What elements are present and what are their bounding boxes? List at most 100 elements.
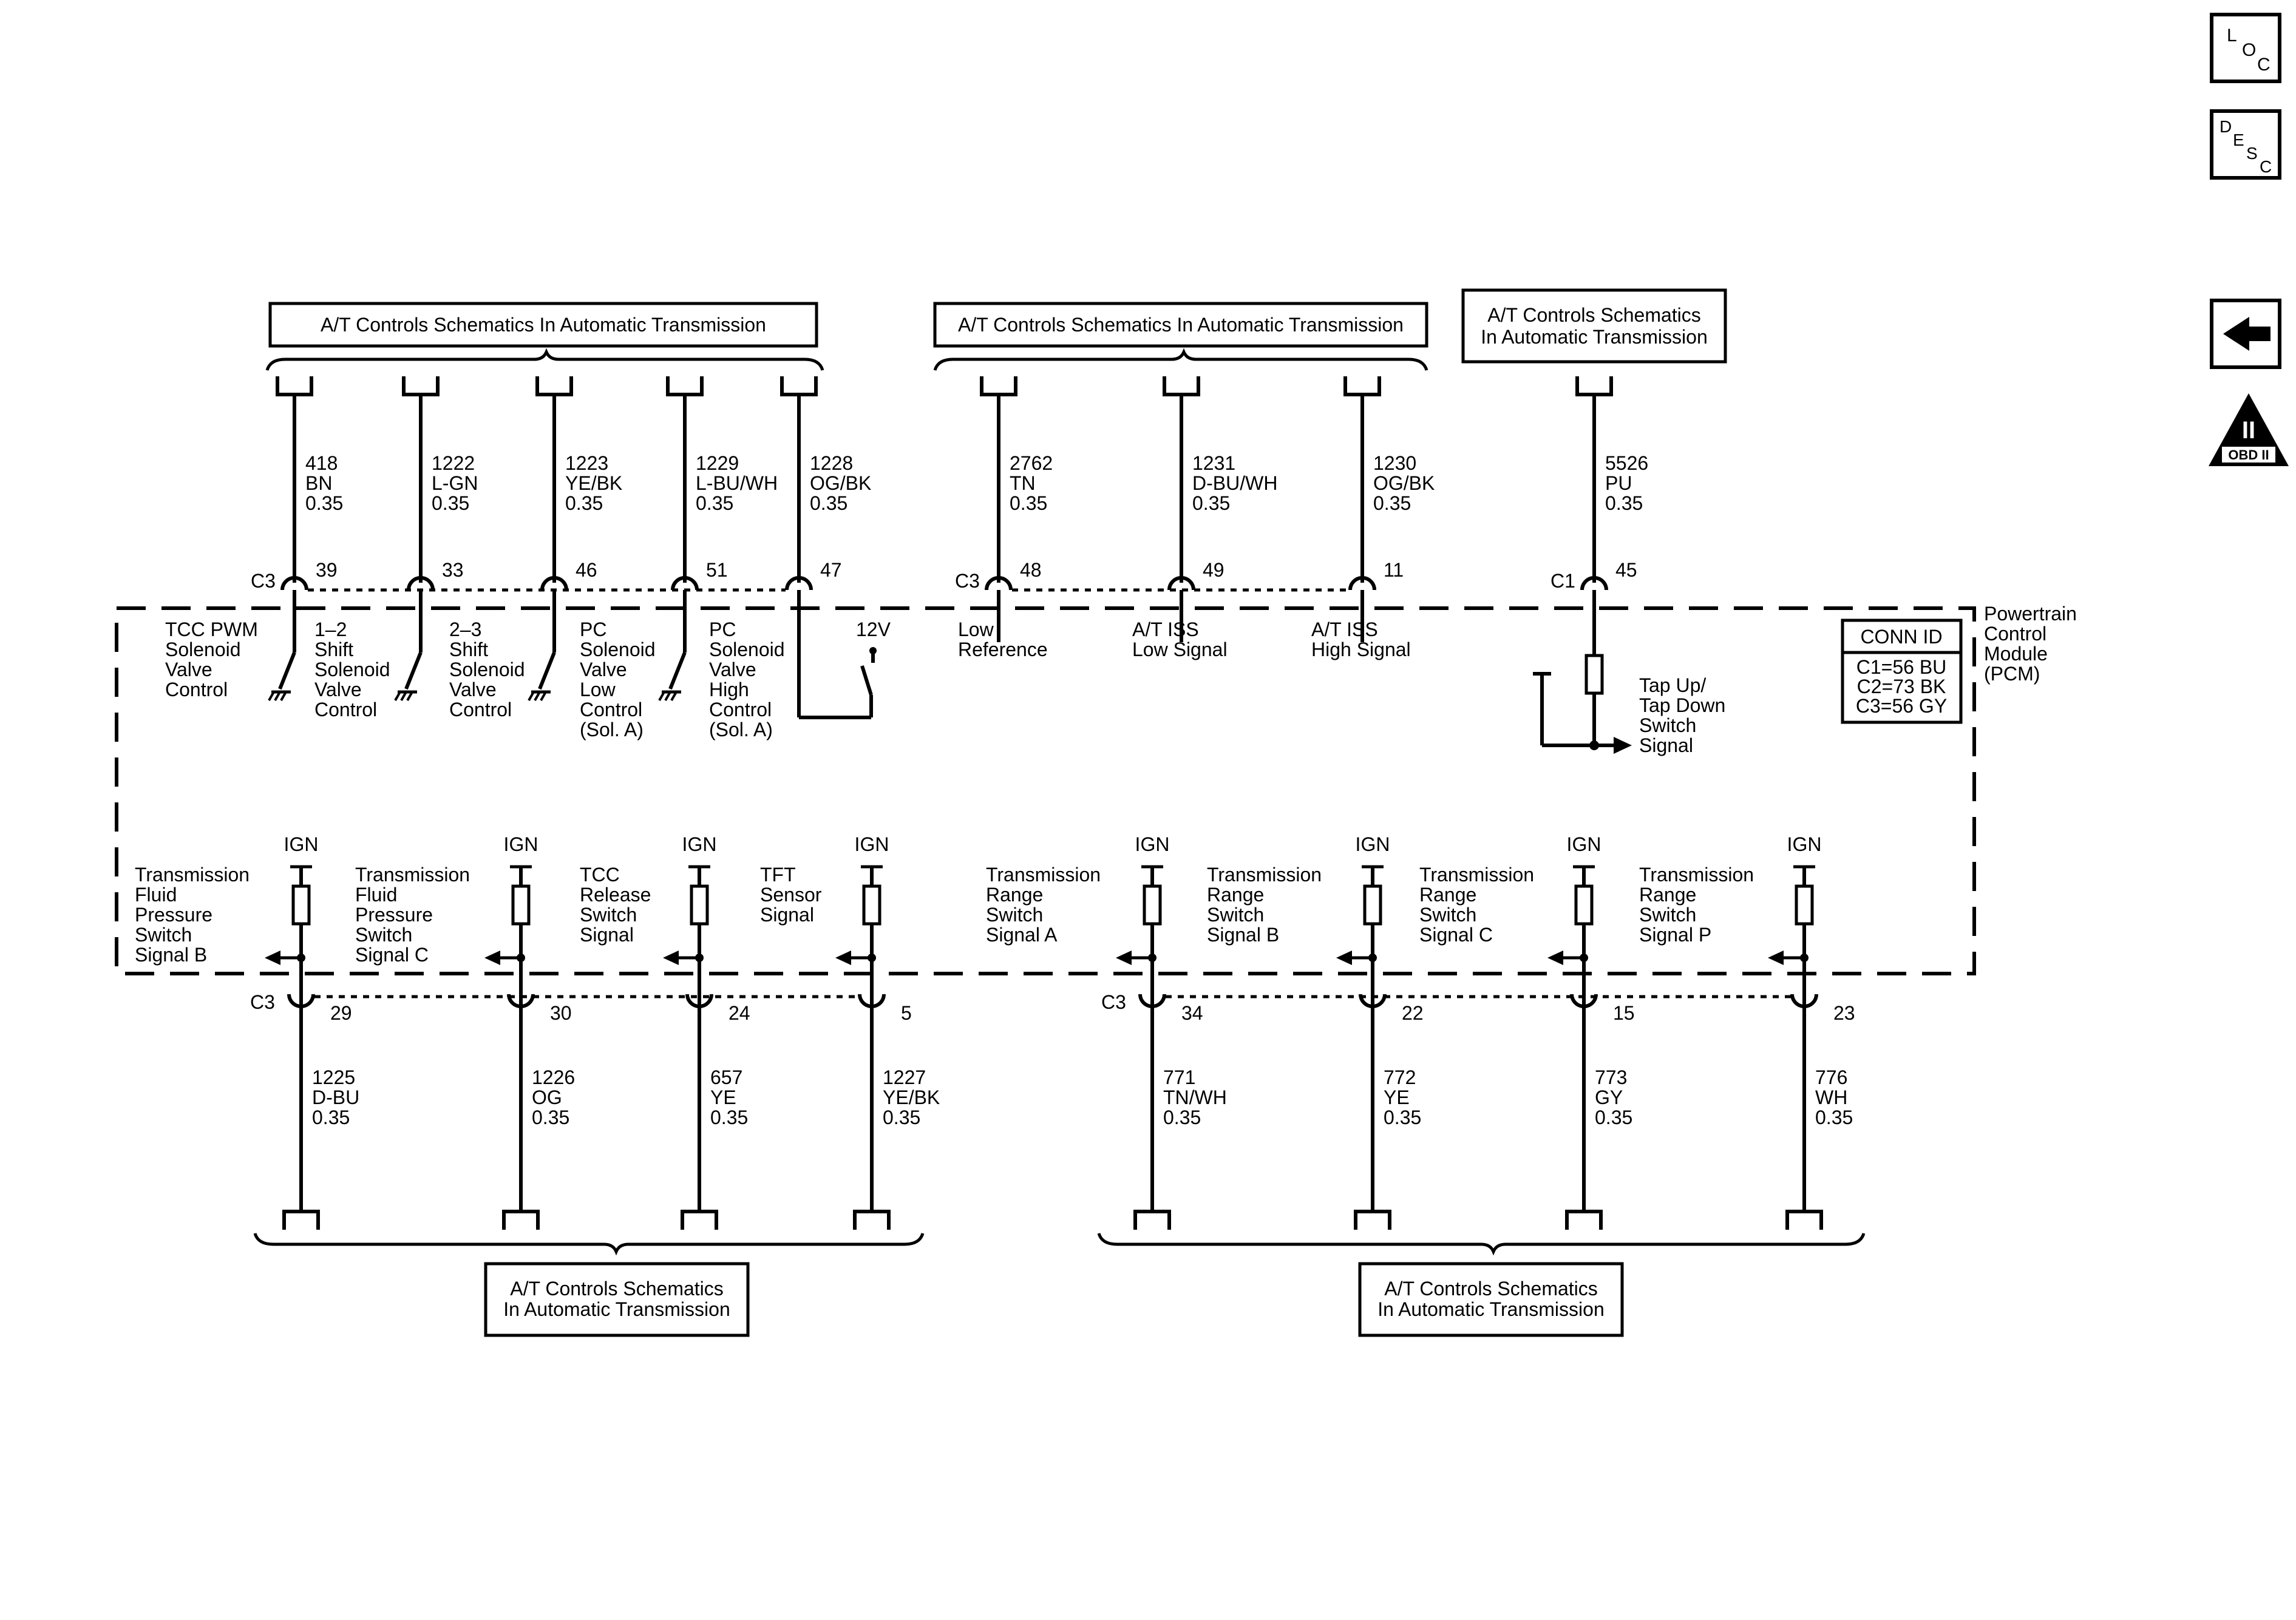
- loc-button[interactable]: L O C: [2210, 13, 2281, 83]
- switch-blade: [404, 651, 423, 690]
- top-circuit-label-line: Control: [165, 679, 228, 700]
- bottom-wire-spec-line: YE: [1384, 1086, 1410, 1108]
- bottom-connector-terminal: [681, 1210, 718, 1230]
- bottom-circuit-label-line: Pressure: [135, 904, 212, 926]
- bottom-circuit-label-line: Signal: [580, 924, 634, 946]
- bottom-ref-box-1[interactable]: A/T Controls Schematics In Automatic Tra…: [484, 1262, 750, 1337]
- top-circuit-label-line: Shift: [314, 639, 353, 660]
- bottom-circuit-label-line: Switch: [355, 924, 412, 946]
- top-circuit-label-line: PC: [709, 619, 736, 640]
- pullup-resistor: [1143, 884, 1162, 926]
- obd-numeral: II: [2242, 417, 2255, 444]
- ground-hatch: [670, 691, 678, 701]
- ground-hatch: [400, 691, 407, 701]
- top-circuit-label-line: Shift: [449, 639, 488, 660]
- top-pin-number: 46: [576, 559, 597, 581]
- ground-icon: [658, 690, 681, 701]
- ground-hatch: [534, 691, 541, 701]
- bottom-circuit-label-line: Pressure: [355, 904, 433, 926]
- bottom-wire-spec-line: 0.35: [1595, 1107, 1632, 1128]
- bottom-ref-box-2[interactable]: A/T Controls Schematics In Automatic Tra…: [1358, 1262, 1624, 1337]
- bottom-pin-number: 34: [1181, 1002, 1203, 1024]
- top-circuit-label-line: Control: [449, 699, 512, 720]
- top-ref-3-line-2: In Automatic Transmission: [1481, 326, 1707, 348]
- desc-button[interactable]: D E S C: [2210, 109, 2281, 180]
- top-circuit-label-line: 2–3: [449, 619, 481, 640]
- top-circuit-label-line: Solenoid: [580, 639, 656, 660]
- bottom-wire-spec-line: WH: [1815, 1086, 1847, 1108]
- top-ref-box-2[interactable]: A/T Controls Schematics In Automatic Tra…: [933, 302, 1428, 348]
- pullup-resistor: [1363, 884, 1382, 926]
- ign-label: IGN: [1787, 833, 1822, 855]
- obd-ii-button[interactable]: II OBD II: [2209, 393, 2289, 466]
- ground-hatch: [658, 691, 665, 701]
- ground-icon: [268, 690, 291, 701]
- ign-label: IGN: [284, 833, 319, 855]
- top-circuit-label-line: (Sol. A): [580, 719, 644, 741]
- solenoid-driver-switch: [658, 631, 687, 701]
- bottom-wire-spec-line: YE: [710, 1086, 736, 1108]
- high-side-blade: [860, 665, 873, 696]
- bottom-connector-terminal: [1785, 1210, 1823, 1230]
- bottom-ref-2-brace: [1097, 1233, 1866, 1256]
- top-connector-terminal: [535, 376, 573, 396]
- ground-hatch: [406, 691, 413, 701]
- svg-text:Control: Control: [1984, 623, 2046, 645]
- top-pin-number: 47: [820, 559, 842, 581]
- bottom-circuit-label-line: Signal A: [986, 924, 1058, 946]
- top-wire-spec-line: 0.35: [565, 492, 603, 514]
- ground-hatch: [274, 691, 281, 701]
- top-ref-box-3[interactable]: A/T Controls Schematics In Automatic Tra…: [1461, 288, 1727, 364]
- bottom-wire-spec-line: 0.35: [1163, 1107, 1201, 1128]
- top-ref-3-line-1: A/T Controls Schematics: [1487, 304, 1701, 326]
- top-connector-terminal: [980, 376, 1017, 396]
- bottom-circuit-label-line: Signal C: [1419, 924, 1493, 946]
- top-pin-connector: [1167, 576, 1195, 591]
- top-connector-terminal: [276, 376, 313, 396]
- bottom-wire-spec-line: GY: [1595, 1086, 1623, 1108]
- top-ref-box-1[interactable]: A/T Controls Schematics In Automatic Tra…: [268, 302, 818, 348]
- bottom-wire-spec-line: 771: [1163, 1066, 1195, 1088]
- top-pin-connector: [785, 576, 813, 591]
- top-pin-connector: [671, 576, 699, 591]
- bottom-circuit-label-line: Signal: [760, 904, 814, 926]
- top-wire-spec-line: L-BU/WH: [696, 472, 778, 494]
- bottom-wire-spec-line: TN/WH: [1163, 1086, 1227, 1108]
- left-arrow-icon: [2223, 317, 2271, 351]
- conn-id-c3: C3=56 GY: [1856, 695, 1947, 717]
- ground-icon: [528, 690, 551, 701]
- top-wire-spec-line: 0.35: [305, 492, 343, 514]
- top-circuit-label-line: Control: [314, 699, 377, 720]
- loc-letter-l: L: [2227, 25, 2237, 46]
- ground-hatch: [394, 691, 401, 701]
- desc-letter-d: D: [2220, 117, 2232, 136]
- back-button[interactable]: [2210, 299, 2281, 369]
- top-wire-spec-line: 0.35: [810, 492, 847, 514]
- top-pin-number: 11: [1384, 559, 1404, 581]
- supply-node: [869, 647, 877, 654]
- bottom-ref-2-line-1: A/T Controls Schematics: [1384, 1278, 1598, 1300]
- top-wire-spec-line: 0.35: [1373, 492, 1411, 514]
- bottom-wire-spec-line: OG: [532, 1086, 562, 1108]
- top-ref-2-brace: [933, 348, 1428, 371]
- pcm-module-name: Powertrain Control Module (PCM): [1984, 603, 2077, 685]
- tap-signal-label-line: Tap Up/: [1639, 674, 1706, 696]
